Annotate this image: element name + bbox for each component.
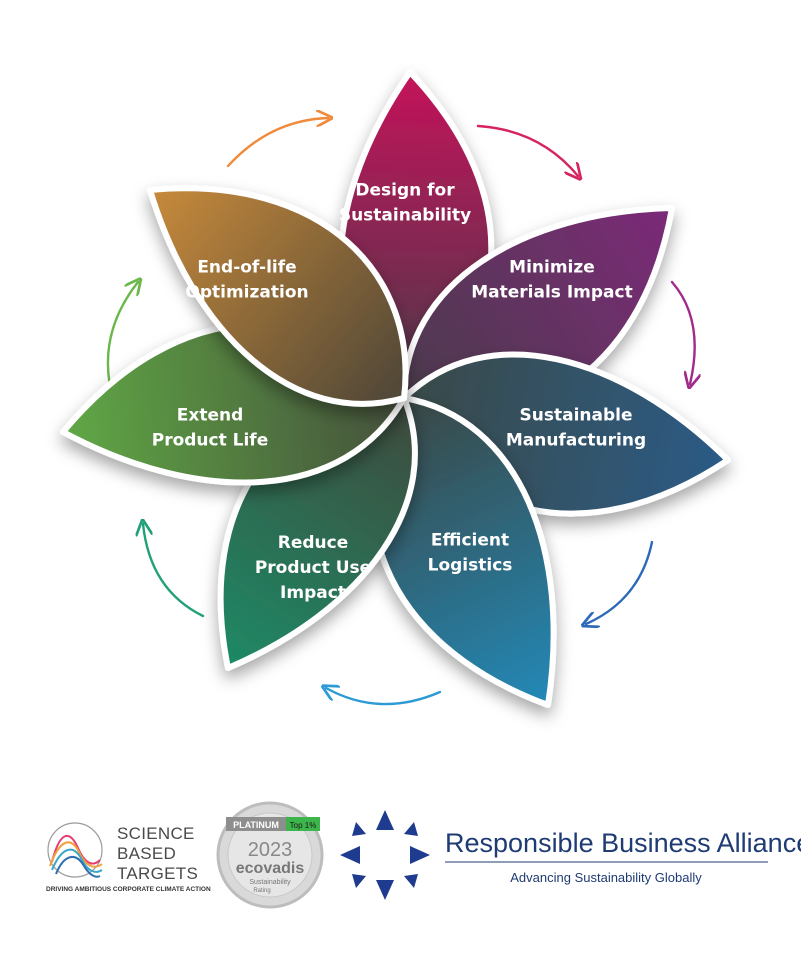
ecovadis-brand: ecovadis [236, 860, 305, 877]
sbt-logo: SCIENCE BASED TARGETS DRIVING AMBITIOUS … [46, 822, 211, 893]
ecovadis-line1: Sustainability [249, 879, 291, 886]
cycle-arrow-4 [586, 540, 654, 624]
ecovadis-top-badge [286, 817, 320, 831]
ecovadis-tier: PLATINUM [233, 820, 279, 830]
cycle-arrow-3 [670, 280, 695, 384]
petal-labels: Design forSustainabilityMinimizeMaterial… [152, 181, 646, 604]
petal-label-logistics: Logistics [428, 556, 513, 576]
petal-label-use: Reduce [278, 533, 349, 553]
cycle-arrow-2 [476, 124, 578, 176]
cycle-arrow-5 [326, 688, 442, 706]
rba-compass-icon [340, 810, 430, 900]
sbt-line-2: BASED [117, 844, 176, 863]
sustainability-flower-diagram: Design forSustainabilityMinimizeMaterial… [60, 69, 731, 708]
petal-label-life: Extend [177, 406, 244, 426]
rba-title: Responsible Business Alliance [445, 828, 801, 858]
ecovadis-tier-ribbon [226, 817, 286, 831]
cycle-arrow-7 [106, 282, 138, 388]
cycle-arrows [106, 118, 695, 706]
petal-label-eol: End-of-life [197, 258, 296, 278]
petal-label-design: Sustainability [339, 206, 471, 226]
petal-label-materials: Minimize [509, 258, 595, 278]
ecovadis-badge: Top 1% [290, 821, 317, 830]
petal-label-use: Product Use [255, 558, 371, 578]
petal-label-life: Product Life [152, 431, 269, 451]
sbt-line-3: TARGETS [117, 864, 198, 883]
petal-label-design: Design for [355, 181, 455, 201]
petals-group [60, 69, 731, 708]
petal-label-materials: Materials Impact [471, 283, 632, 303]
ecovadis-year: 2023 [248, 839, 293, 861]
petal-label-eol: Optimization [185, 283, 308, 303]
petal-label-manufacturing: Manufacturing [506, 431, 646, 451]
rba-logo: Responsible Business Alliance Advancing … [340, 810, 801, 900]
petal-label-manufacturing: Sustainable [520, 406, 633, 426]
sbt-tagline: DRIVING AMBITIOUS CORPORATE CLIMATE ACTI… [46, 886, 211, 893]
cycle-arrow-6 [143, 524, 205, 618]
petal-label-use: Impact [280, 583, 346, 603]
sbt-wave-icon [47, 822, 103, 878]
rba-tagline: Advancing Sustainability Globally [510, 870, 702, 885]
ecovadis-medal: PLATINUM Top 1% 2023 ecovadis Sustainabi… [216, 801, 324, 909]
petal-label-logistics: Efficient [431, 531, 509, 551]
cycle-arrow-1 [226, 118, 328, 168]
logos-strip: SCIENCE BASED TARGETS DRIVING AMBITIOUS … [46, 801, 801, 909]
ecovadis-line2: Rating [253, 888, 270, 894]
sbt-line-1: SCIENCE [117, 824, 195, 843]
petal-eol [147, 185, 409, 407]
